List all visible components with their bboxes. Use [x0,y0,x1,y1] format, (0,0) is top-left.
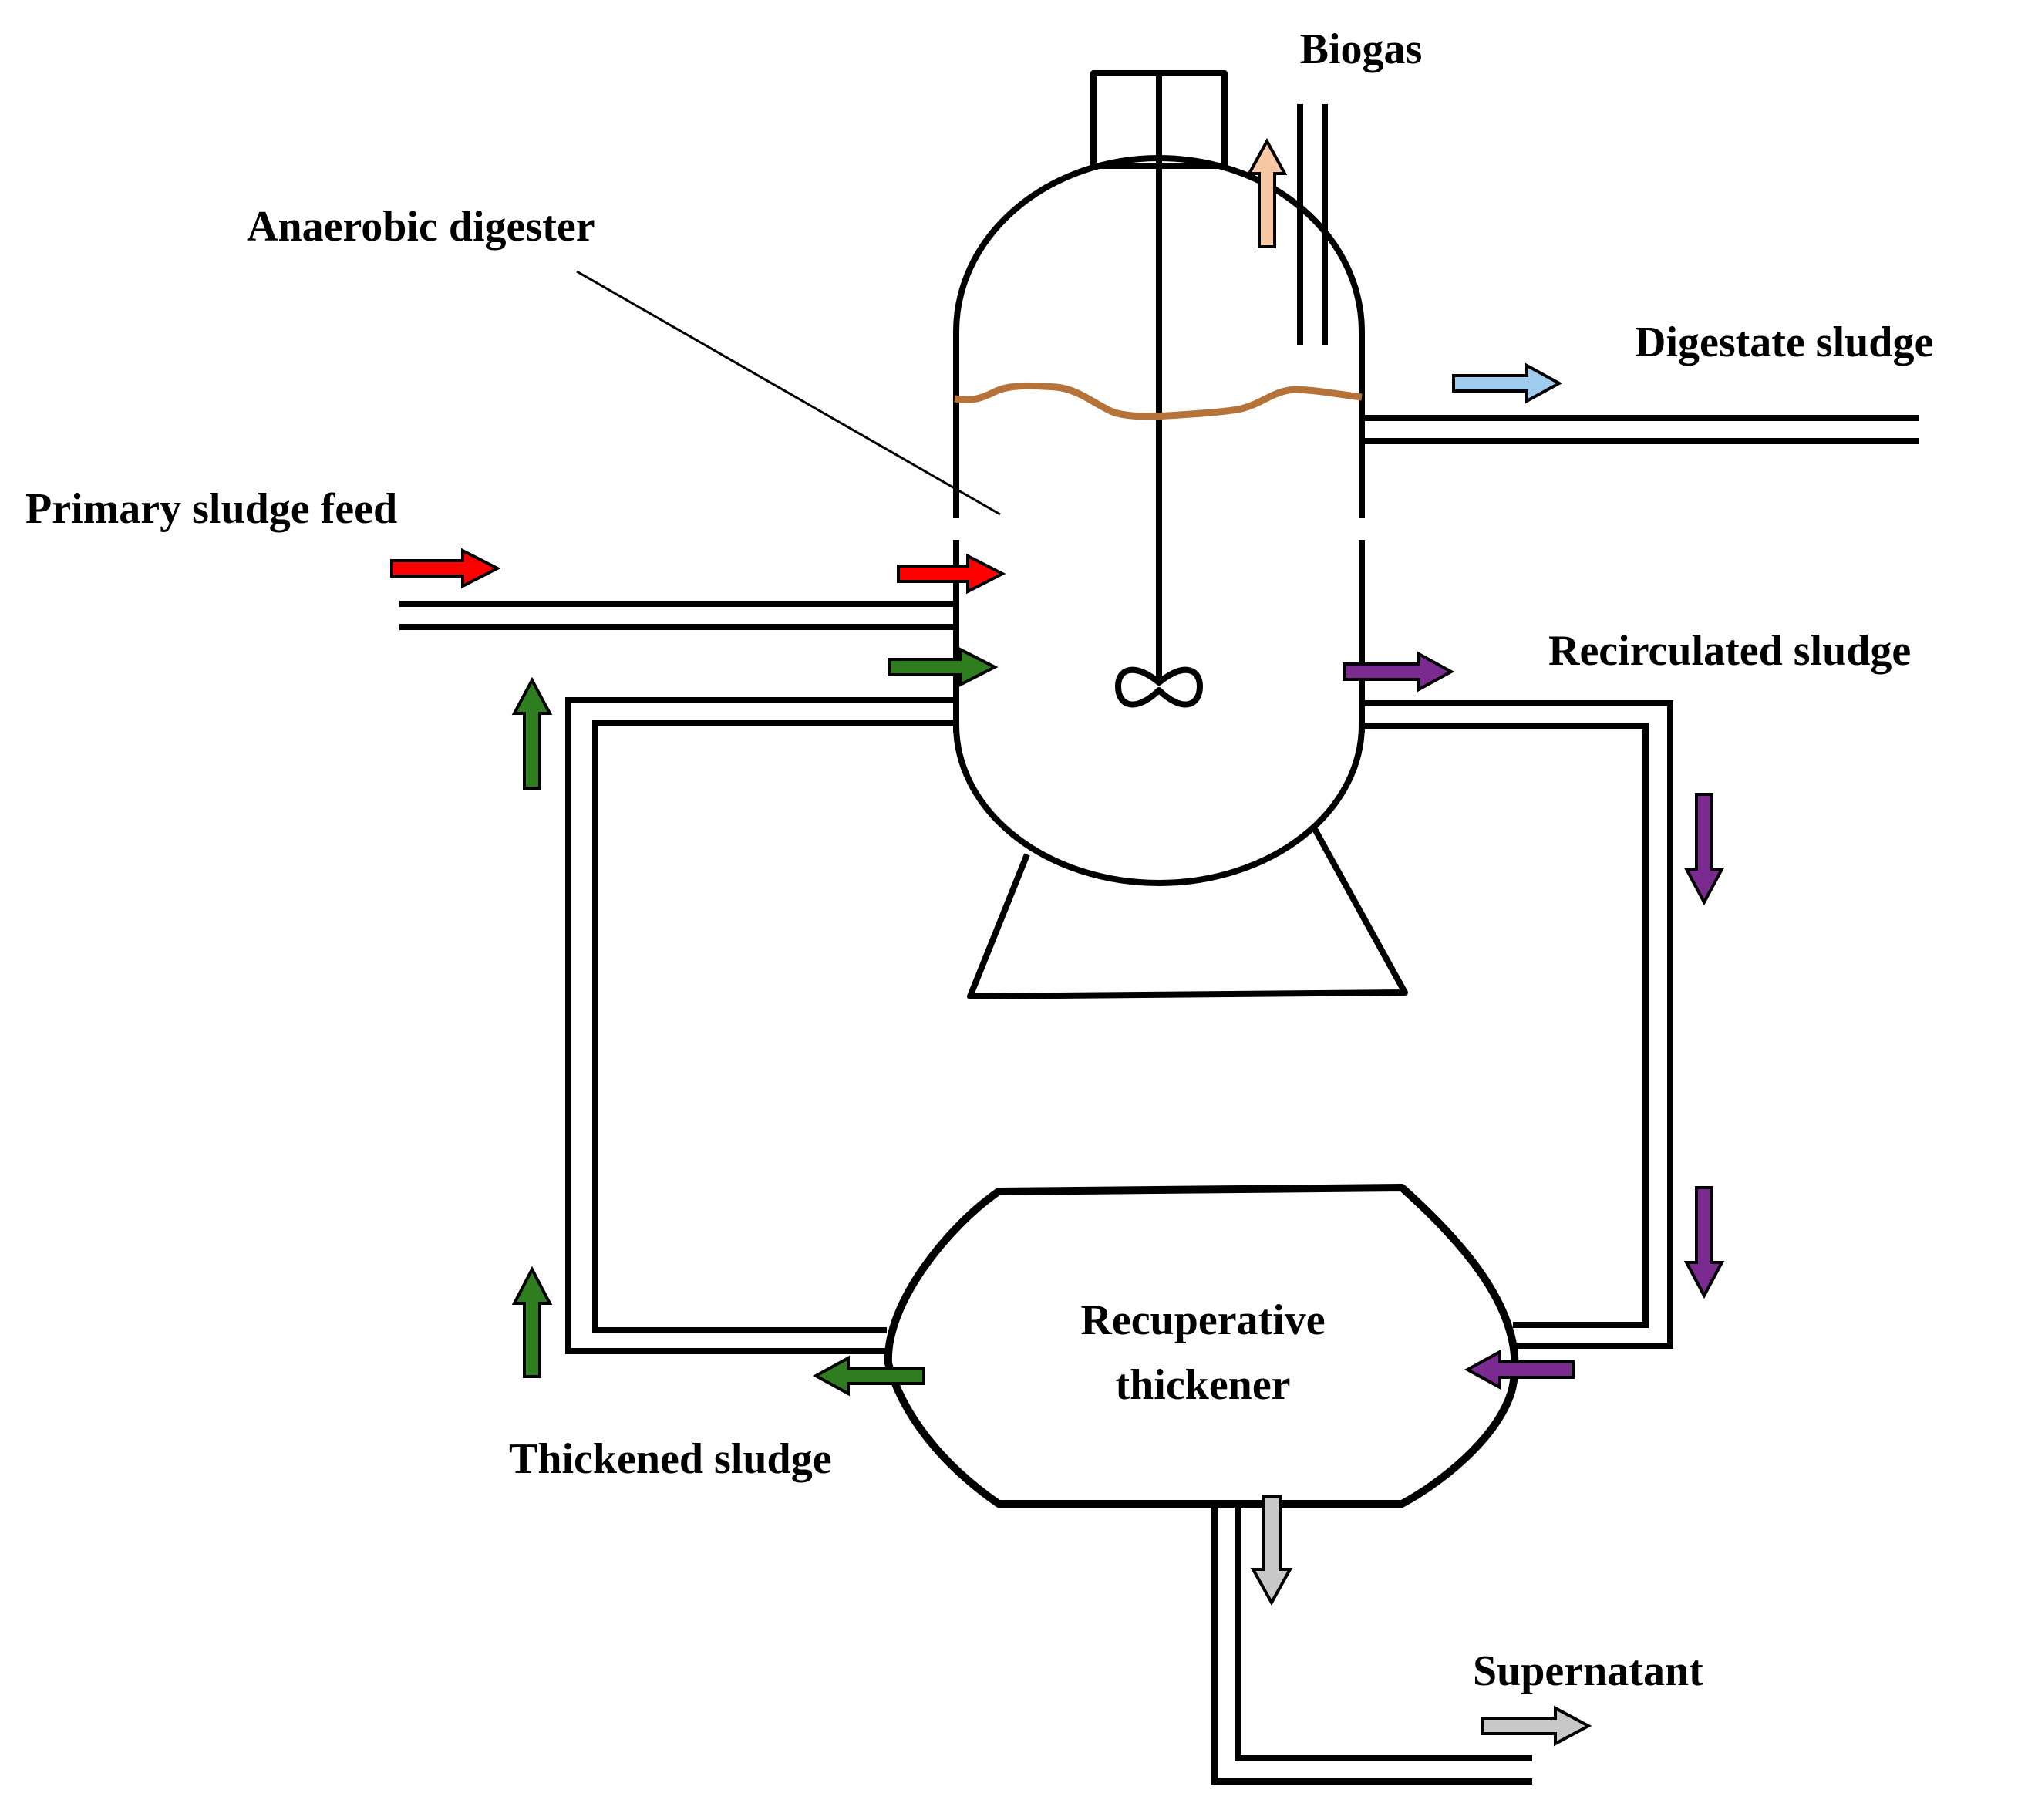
mixer-impeller [1115,666,1203,708]
thickened-up-arrow-upper [511,676,553,790]
recirculated-down-arrow-upper [1683,793,1725,906]
anaerobic-digester [953,70,1408,999]
label-digestate-sludge: Digestate sludge [1635,318,1933,366]
supernatant-pipe-outer [1211,1502,1532,1785]
thickened-return-pipe-outer [565,697,956,1354]
recirculated-pipe-inner [1362,723,1649,1328]
pipework [399,415,1919,1785]
scum-line [954,382,1363,420]
label-supernatant: Supernatant [1473,1647,1703,1695]
biogas-arrow [1246,137,1288,248]
digester-support [967,827,1408,999]
thickener-label-line1: Recuperative [1080,1296,1325,1344]
supernatant-out-arrow [1481,1705,1592,1747]
thickener-label-line2: thickener [1115,1361,1290,1409]
digestate-arrow [1452,362,1563,404]
label-anaerobic-digester: Anaerobic digester [247,203,595,251]
thickener-vessel [884,1184,1519,1508]
label-thickened-sludge: Thickened sludge [509,1435,832,1483]
supernatant-pipe-inner [1235,1502,1532,1761]
primary-feed-arrow-outer [390,548,501,589]
labels: Biogas Anaerobic digester Digestate slud… [25,25,1933,1695]
recuperative-thickener: Recuperative thickener [884,1184,1519,1508]
primary-feed-arrow-inner [897,553,1006,595]
recirculated-pipe-outer [1362,700,1673,1349]
recirculated-inlet-arrow [1464,1349,1575,1390]
thickened-return-pipe-inner [592,720,956,1333]
thickened-up-arrow-lower [511,1266,553,1378]
label-recirculated-sludge: Recirculated sludge [1548,627,1911,675]
recirculated-down-arrow-lower [1683,1186,1725,1299]
label-primary-sludge-feed: Primary sludge feed [25,485,397,533]
label-biogas: Biogas [1300,25,1423,73]
supernatant-down-arrow [1250,1495,1293,1606]
flow-arrows [390,137,1725,1747]
thickened-inlet-arrow [888,646,999,688]
recirculated-outlet-arrow [1343,651,1455,693]
digester-bottom [953,724,1365,886]
digester-leader-line [576,270,1001,516]
thickened-outlet-arrow [812,1355,925,1397]
